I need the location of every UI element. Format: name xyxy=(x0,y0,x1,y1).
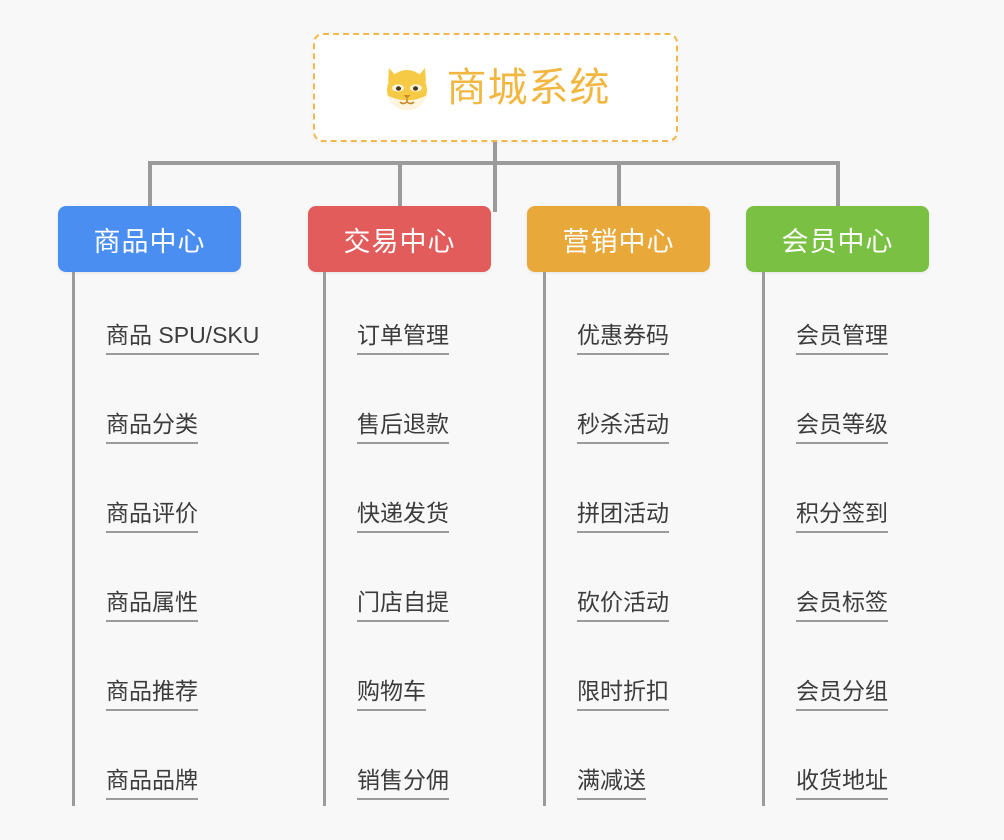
connector-drop-trade-center xyxy=(397,161,402,208)
subitem-column-trade-center: 订单管理售后退款快递发货门店自提购物车销售分佣 xyxy=(323,272,449,806)
subitem-column-member-center: 会员管理会员等级积分签到会员标签会员分组收货地址 xyxy=(762,272,888,806)
subitem[interactable]: 快递发货 xyxy=(323,450,449,539)
subitem[interactable]: 商品属性 xyxy=(72,539,259,628)
subitem-label: 订单管理 xyxy=(357,322,449,355)
subitem-label: 满减送 xyxy=(577,767,646,800)
subitem[interactable]: 售后退款 xyxy=(323,361,449,450)
category-label: 会员中心 xyxy=(781,226,894,257)
subitem-label: 积分签到 xyxy=(796,500,888,533)
subitem-label: 商品属性 xyxy=(106,589,198,622)
subitem[interactable]: 商品评价 xyxy=(72,450,259,539)
subitem-label: 商品评价 xyxy=(106,500,198,533)
subitem[interactable]: 会员等级 xyxy=(762,361,888,450)
subitem-label: 商品推荐 xyxy=(106,678,198,711)
subitem-label: 限时折扣 xyxy=(577,678,669,711)
category-box-member-center[interactable]: 会员中心 xyxy=(746,206,929,272)
subitem[interactable]: 会员标签 xyxy=(762,539,888,628)
connector-drop-marketing-center xyxy=(616,161,621,208)
subitem-label: 会员等级 xyxy=(796,411,888,444)
subitem[interactable]: 拼团活动 xyxy=(543,450,669,539)
connector-stem-member-center xyxy=(762,272,765,806)
connector-stem-trade-center xyxy=(323,272,326,806)
subitem-label: 秒杀活动 xyxy=(577,411,669,444)
subitem-column-product-center: 商品 SPU/SKU 商品分类商品评价商品属性商品推荐商品品牌 xyxy=(72,272,260,806)
connector-stem-marketing-center xyxy=(543,272,546,806)
subitem[interactable]: 会员分组 xyxy=(762,628,888,717)
subitem[interactable]: 购物车 xyxy=(323,628,449,717)
subitem-label: 拼团活动 xyxy=(577,500,669,533)
subitem-label: 快递发货 xyxy=(357,500,449,533)
subitem[interactable]: 积分签到 xyxy=(762,450,888,539)
subitem-label: 收货地址 xyxy=(796,767,888,800)
subitem[interactable]: 商品品牌 xyxy=(72,717,259,806)
connector-drop-member-center xyxy=(835,161,840,208)
subitem-label: 优惠券码 xyxy=(577,322,669,355)
subitem[interactable]: 订单管理 xyxy=(323,272,449,361)
root-title: 商城系统 xyxy=(446,65,611,110)
subitem-label: 会员管理 xyxy=(796,322,888,355)
subitem-label: 会员标签 xyxy=(796,589,888,622)
subitem[interactable]: 销售分佣 xyxy=(323,717,449,806)
connector-root-vertical xyxy=(493,142,497,212)
subitem-label: 购物车 xyxy=(357,678,426,711)
shiba-dog-icon xyxy=(381,62,433,114)
subitem[interactable]: 满减送 xyxy=(543,717,669,806)
subitem-label: 门店自提 xyxy=(357,589,449,622)
connector-drop-product-center xyxy=(147,161,152,208)
subitem[interactable]: 商品推荐 xyxy=(72,628,259,717)
category-label: 交易中心 xyxy=(343,226,456,257)
connector-horizontal-bus xyxy=(150,161,840,165)
subitem[interactable]: 会员管理 xyxy=(762,272,888,361)
subitem[interactable]: 门店自提 xyxy=(323,539,449,628)
subitem-label: 售后退款 xyxy=(357,411,449,444)
root-node[interactable]: 商城系统 xyxy=(313,33,678,142)
subitem-label: 会员分组 xyxy=(796,678,888,711)
subitem[interactable]: 砍价活动 xyxy=(543,539,669,628)
subitem[interactable]: 商品 SPU/SKU xyxy=(72,272,260,361)
subitem-label: 销售分佣 xyxy=(357,767,449,800)
subitem-label: 商品 SPU/SKU xyxy=(106,322,260,355)
category-box-marketing-center[interactable]: 营销中心 xyxy=(527,206,710,272)
subitem-label: 砍价活动 xyxy=(577,589,669,622)
category-box-trade-center[interactable]: 交易中心 xyxy=(308,206,491,272)
category-box-product-center[interactable]: 商品中心 xyxy=(58,206,241,272)
category-label: 商品中心 xyxy=(93,226,206,257)
subitem-label: 商品分类 xyxy=(106,411,198,444)
subitem[interactable]: 收货地址 xyxy=(762,717,888,806)
subitem-column-marketing-center: 优惠券码秒杀活动拼团活动砍价活动限时折扣满减送 xyxy=(543,272,669,806)
subitem[interactable]: 秒杀活动 xyxy=(543,361,669,450)
category-label: 营销中心 xyxy=(562,226,675,257)
subitem[interactable]: 商品分类 xyxy=(72,361,259,450)
subitem-label: 商品品牌 xyxy=(106,767,198,800)
subitem[interactable]: 优惠券码 xyxy=(543,272,669,361)
connector-stem-product-center xyxy=(72,272,75,806)
subitem[interactable]: 限时折扣 xyxy=(543,628,669,717)
